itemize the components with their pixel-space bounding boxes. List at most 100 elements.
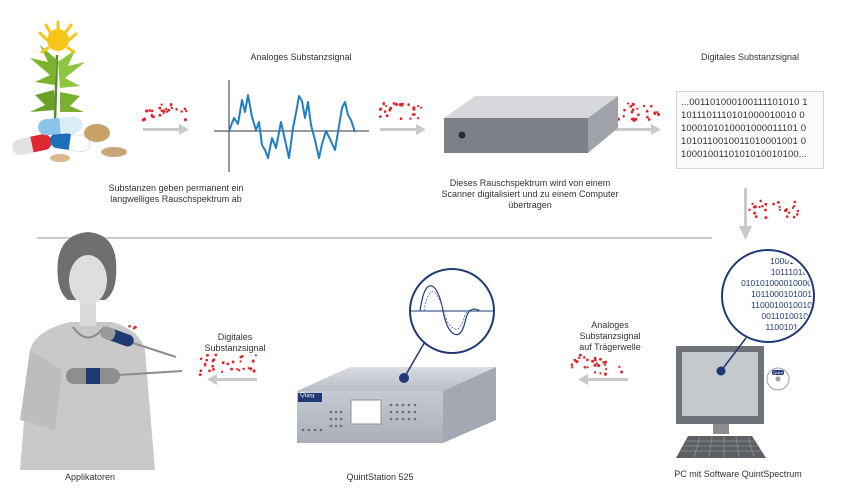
arrow-right-icon bbox=[615, 124, 661, 135]
signal-dot bbox=[230, 367, 234, 371]
signal-dot bbox=[160, 109, 163, 113]
signal-dot bbox=[776, 200, 780, 204]
signal-dot bbox=[378, 108, 382, 111]
caption-line: Substanzen geben permanent ein bbox=[108, 183, 244, 193]
signal-dot bbox=[604, 360, 608, 364]
carrier-wave-magnifier bbox=[399, 268, 495, 383]
signal-dot bbox=[764, 216, 768, 220]
signal-dot bbox=[795, 213, 799, 216]
caption-line: Analoges bbox=[591, 320, 629, 330]
caption-line: auf Trägerwelle bbox=[579, 342, 641, 352]
signal-dot bbox=[603, 372, 608, 376]
signal-dot bbox=[618, 365, 621, 369]
signal-dot bbox=[407, 103, 411, 106]
signal-dot bbox=[236, 367, 239, 371]
signal-dot bbox=[169, 104, 173, 107]
signal-dot bbox=[170, 106, 174, 110]
signal-dot bbox=[785, 215, 789, 218]
signal-dot bbox=[183, 118, 188, 122]
signal-dot bbox=[753, 205, 757, 209]
flow-arrows bbox=[143, 124, 752, 385]
monitor-binary: 10001001 101110101 010101000010000 10110… bbox=[726, 256, 812, 338]
signal-dot bbox=[412, 107, 416, 111]
signal-dot bbox=[205, 358, 209, 362]
signal-dot bbox=[221, 370, 224, 373]
signal-dot bbox=[180, 110, 183, 113]
signal-dot bbox=[206, 353, 209, 357]
cd-disc-icon bbox=[766, 367, 790, 391]
signal-dot bbox=[758, 205, 761, 209]
signal-dot bbox=[761, 205, 764, 208]
signal-dot bbox=[792, 215, 796, 219]
signal-dot bbox=[655, 111, 659, 114]
signal-dot bbox=[239, 360, 242, 363]
caption-line: langwelliges Rauschspektrum ab bbox=[110, 194, 242, 204]
analog-signal-label: Analoges Substanzsignal bbox=[250, 52, 352, 62]
signal-dot bbox=[409, 117, 412, 120]
digital-signal-top-label: Digitales Substanzsignal bbox=[700, 52, 800, 62]
signal-dot bbox=[630, 110, 634, 114]
signal-dot bbox=[595, 362, 599, 365]
binary-line: 1000100110101010010100... bbox=[681, 149, 807, 160]
binary-line: 010101000010000 bbox=[741, 278, 812, 288]
signal-dot bbox=[175, 108, 178, 111]
signal-dot bbox=[602, 361, 605, 364]
signal-dot bbox=[383, 110, 387, 113]
caption-line: Digitales bbox=[217, 332, 253, 342]
signal-dot bbox=[622, 115, 625, 118]
signal-dot bbox=[417, 117, 420, 120]
signal-dot bbox=[401, 102, 404, 106]
signal-dot bbox=[199, 357, 203, 360]
signal-dot bbox=[132, 327, 136, 330]
signal-dot bbox=[167, 108, 171, 112]
signal-dot bbox=[748, 208, 751, 211]
analog-carrier-label: Analoges Substanzsignal auf Trägerwelle bbox=[560, 320, 660, 353]
signal-dot bbox=[145, 109, 149, 113]
signal-dot bbox=[759, 199, 762, 203]
signal-dot bbox=[241, 355, 244, 358]
signal-dot bbox=[792, 204, 796, 208]
signal-dot bbox=[199, 369, 203, 373]
signal-dot bbox=[793, 200, 797, 204]
dandelion-flower-icon bbox=[38, 20, 78, 54]
signal-dot bbox=[249, 367, 253, 371]
pills-illustration bbox=[12, 116, 127, 162]
signal-dot bbox=[591, 359, 595, 363]
signal-dot bbox=[208, 369, 211, 373]
signal-dot bbox=[254, 354, 258, 357]
signal-dot bbox=[630, 117, 634, 121]
signal-dot bbox=[211, 367, 215, 371]
signal-dot bbox=[578, 353, 582, 357]
signal-dot bbox=[649, 104, 653, 108]
signal-dot bbox=[571, 366, 574, 369]
caption-line: Substanzsignal bbox=[579, 331, 641, 341]
signal-dot bbox=[791, 206, 795, 210]
signal-dot bbox=[597, 364, 601, 368]
signal-dot bbox=[151, 115, 155, 119]
quintstation-label: QuintStation 525 bbox=[346, 472, 414, 482]
signal-dot bbox=[214, 353, 218, 357]
signal-dot bbox=[787, 211, 791, 214]
signal-dot bbox=[593, 371, 597, 374]
signal-dot bbox=[212, 358, 216, 362]
signal-dot bbox=[165, 110, 168, 113]
plant-illustration bbox=[30, 20, 85, 121]
scanner-caption: Dieses Rauschspektrum wird von einem Sca… bbox=[430, 178, 630, 211]
signal-dot bbox=[796, 209, 800, 213]
binary-line: ...001101000100111101010 1 bbox=[681, 97, 808, 108]
signal-dot bbox=[247, 367, 250, 370]
signal-dot bbox=[165, 107, 168, 111]
signal-dot bbox=[238, 369, 241, 372]
signal-dot bbox=[764, 208, 767, 212]
signal-dot bbox=[389, 106, 393, 110]
digital-signal-bottom-label: Digitales Substanzsignal bbox=[190, 332, 280, 354]
binary-line: 1000101010001000011101 0 bbox=[681, 123, 807, 134]
signal-dot bbox=[185, 109, 188, 113]
signal-dot bbox=[604, 367, 608, 371]
signal-dot bbox=[631, 102, 635, 106]
signal-dot bbox=[653, 112, 657, 116]
caption-line: übertragen bbox=[508, 200, 552, 210]
signal-dot bbox=[417, 104, 420, 108]
signal-dot bbox=[583, 365, 587, 369]
